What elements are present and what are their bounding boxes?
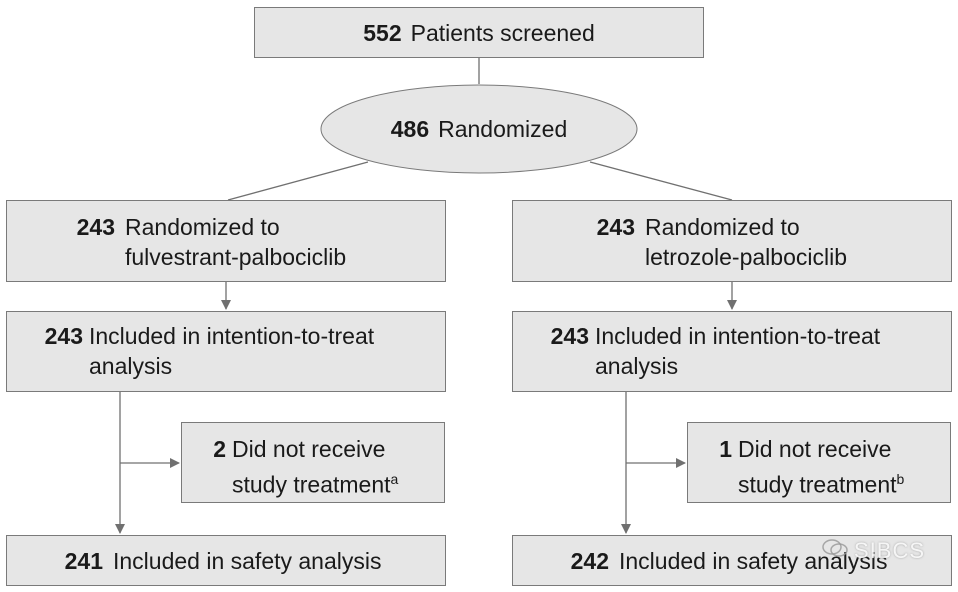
right-randomized-box: 243 Randomized to letrozole-palbociclib <box>512 200 952 282</box>
watermark: SIBCS <box>822 538 925 564</box>
right-safety-count: 242 <box>570 547 609 574</box>
right-safety-box: 242 Included in safety analysis <box>512 535 952 586</box>
left-itt-line1: Included in intention-to-treat <box>89 323 375 349</box>
left-excluded-count: 2 <box>213 436 226 462</box>
right-safety-label: Included in safety analysis <box>619 547 888 574</box>
right-excluded-footnote: b <box>896 471 905 487</box>
right-randomized-line2: letrozole-palbociclib <box>645 244 847 270</box>
screened-box: 552 Patients screened <box>254 7 704 58</box>
right-itt-line1: Included in intention-to-treat <box>595 323 881 349</box>
watermark-text: SIBCS <box>854 538 926 563</box>
right-randomized-count: 243 <box>596 214 635 240</box>
left-itt-line2: analysis <box>89 353 173 379</box>
left-randomized-line1: Randomized to <box>125 214 280 240</box>
right-itt-box: 243 Included in intention-to-treat analy… <box>512 311 952 392</box>
right-randomized-line1: Randomized to <box>645 214 800 240</box>
left-excluded-line1: Did not receive <box>232 436 386 462</box>
screened-label: Patients screened <box>410 19 595 46</box>
randomized-label: Randomized <box>438 115 568 142</box>
left-safety-box: 241 Included in safety analysis <box>6 535 446 586</box>
connector-randomized-left <box>227 161 369 201</box>
randomized-ellipse <box>320 84 638 174</box>
left-randomized-box: 243 Randomized to fulvestrant-palbocicli… <box>6 200 446 282</box>
connector-randomized-right <box>589 161 733 201</box>
left-randomized-line2: fulvestrant-palbociclib <box>125 244 347 270</box>
randomized-count: 486 <box>390 115 430 142</box>
right-excluded-count: 1 <box>719 436 732 462</box>
right-itt-count: 243 <box>550 323 589 349</box>
left-excluded-line2: study treatment <box>232 471 391 498</box>
left-randomized-count: 243 <box>76 214 115 240</box>
left-itt-count: 243 <box>44 323 83 349</box>
left-excluded-footnote: a <box>390 471 399 487</box>
wechat-icon <box>822 538 848 564</box>
screened-count: 552 <box>363 19 402 46</box>
left-safety-label: Included in safety analysis <box>113 547 382 574</box>
randomized-node: 486 Randomized <box>321 85 637 173</box>
right-excluded-line1: Did not receive <box>738 436 892 462</box>
left-safety-count: 241 <box>64 547 103 574</box>
left-itt-box: 243 Included in intention-to-treat analy… <box>6 311 446 392</box>
right-excluded-line2: study treatment <box>738 471 897 498</box>
left-excluded-box: 2 Did not receive study treatmenta <box>181 422 445 503</box>
right-itt-line2: analysis <box>595 353 679 379</box>
right-excluded-box: 1 Did not receive study treatmentb <box>687 422 951 503</box>
